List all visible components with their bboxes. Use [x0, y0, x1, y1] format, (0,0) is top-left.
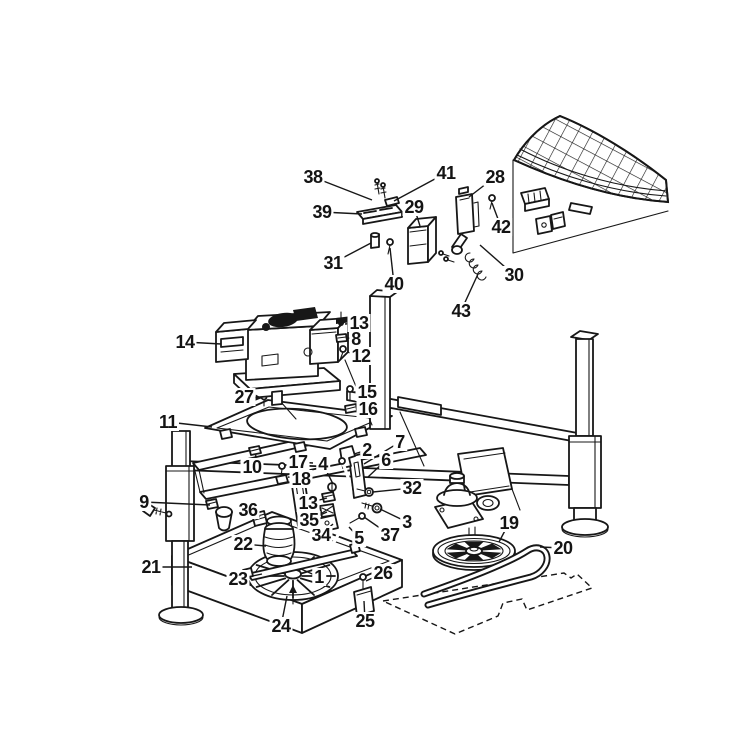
callout-10: 10 [240, 457, 264, 477]
callout-28: 28 [483, 167, 507, 187]
right-leg [561, 330, 609, 538]
callout-2: 2 [360, 440, 374, 460]
callout-17: 17 [286, 452, 310, 472]
callout-20: 20 [551, 538, 575, 558]
callout-4: 4 [316, 454, 330, 474]
callout-6: 6 [379, 450, 393, 470]
callout-13: 13 [296, 493, 320, 513]
ignition-parts [356, 178, 455, 265]
drive-belt [420, 544, 551, 609]
callout-9: 9 [137, 492, 151, 512]
callout-1: 1 [312, 567, 326, 587]
callout-32: 32 [400, 478, 424, 498]
callout-41: 41 [434, 163, 458, 183]
callout-18: 18 [289, 469, 313, 489]
callout-34: 34 [309, 525, 333, 545]
callout-21: 21 [139, 557, 163, 577]
callout-23: 23 [226, 569, 250, 589]
callout-12: 12 [349, 346, 373, 366]
callout-11: 11 [156, 412, 180, 432]
motor-bearing [262, 515, 296, 567]
callout-26: 26 [371, 563, 395, 583]
switch-assembly [451, 186, 496, 281]
callout-36: 36 [236, 500, 260, 520]
callout-40: 40 [382, 274, 406, 294]
callout-39: 39 [310, 202, 334, 222]
callout-27: 27 [232, 387, 256, 407]
engine-mounting-plate [204, 385, 393, 485]
callout-42: 42 [489, 217, 513, 237]
callout-16: 16 [356, 399, 380, 419]
callout-19: 19 [497, 513, 521, 533]
grate-assembly [512, 114, 670, 254]
callout-38: 38 [301, 167, 325, 187]
callout-30: 30 [502, 265, 526, 285]
callout-8: 8 [349, 329, 363, 349]
callout-29: 29 [402, 197, 426, 217]
callout-43: 43 [449, 301, 473, 321]
callout-35: 35 [297, 510, 321, 530]
callout-37: 37 [378, 525, 402, 545]
callout-25: 25 [353, 611, 377, 631]
leader-line-9 [143, 501, 211, 506]
callout-22: 22 [231, 534, 255, 554]
left-leg [158, 430, 204, 626]
callout-5: 5 [352, 528, 366, 548]
callout-13: 13 [347, 313, 371, 333]
callout-15: 15 [355, 382, 379, 402]
callout-31: 31 [321, 253, 345, 273]
base-plate-outline [380, 572, 594, 635]
leader-arrowhead-27 [255, 394, 262, 401]
callout-14: 14 [173, 332, 197, 352]
gearbox-support [434, 447, 521, 544]
pulley-wheel [432, 534, 516, 571]
callout-24: 24 [269, 616, 293, 636]
callout-3: 3 [400, 512, 414, 532]
callout-7: 7 [393, 432, 407, 452]
